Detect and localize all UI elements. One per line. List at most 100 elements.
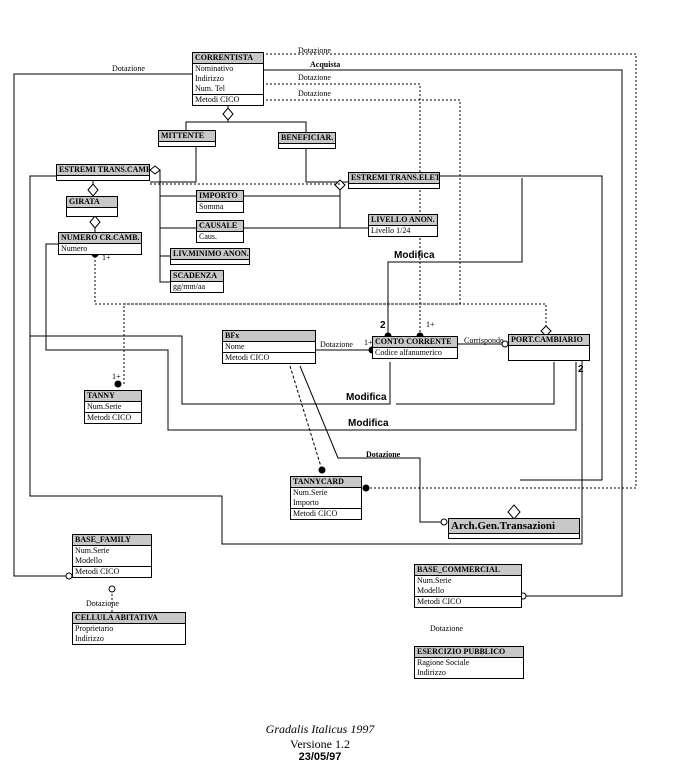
entity-title: Arch.Gen.Transazioni [449, 519, 579, 534]
rel-label-modifica: Modifica [348, 418, 389, 429]
rel-label-acquista: Acquista [310, 60, 341, 69]
entity-attribute: Nome [223, 342, 315, 353]
entity-body [279, 144, 335, 148]
rel-label-dotazione: Dotazione [298, 46, 331, 55]
entity-title: BASE_FAMILY [73, 535, 151, 546]
entity-attribute: Livello 1/24 [371, 226, 411, 235]
multiplicity: 1+ [102, 253, 111, 262]
entity-title: BENEFICIAR. [279, 133, 335, 144]
rel-label-dotazione: Dotazione [430, 624, 463, 633]
rel-label-modifica: Modifica [394, 250, 435, 261]
entity-attribute: Num. Tel [193, 84, 263, 95]
entity-attribute: Nominativo [195, 64, 234, 73]
entity-cellula-abitativa[interactable]: CELLULA ABITATIVA Proprietario Indirizzo [72, 612, 186, 645]
entity-numero-cr-camb[interactable]: NUMERO CR.CAMB. Numero [58, 232, 142, 255]
entity-beneficiar[interactable]: BENEFICIAR. [278, 132, 336, 149]
entity-title: TANNY [85, 391, 141, 402]
entity-liv-minimo-anon[interactable]: LIV.MINIMO ANON. [170, 248, 250, 265]
entity-estremi-trans-elett[interactable]: ESTREMI TRANS.ELETT. [348, 172, 440, 189]
multiplicity: 2 [380, 320, 386, 331]
entity-methods: Metodi CICO [225, 353, 270, 362]
entity-methods: Metodi CICO [417, 597, 462, 606]
entity-attribute: Modello [73, 556, 151, 567]
rel-label-dotazione: Dotazione [86, 599, 119, 608]
entity-port-cambiario[interactable]: PORT.CAMBIARIO [508, 334, 590, 361]
entity-title: BFx [223, 331, 315, 342]
entity-title: CORRENTISTA [193, 53, 263, 64]
entity-causale[interactable]: CAUSALE Caus. [196, 220, 244, 243]
rel-label-corrisponde: Corrisponde [464, 336, 504, 345]
entity-attribute: Modello [415, 586, 521, 597]
footer-title: Gradalis Italicus 1997 [265, 722, 375, 736]
entity-correntista[interactable]: CORRENTISTA Nominativo Indirizzo Num. Te… [192, 52, 264, 106]
rel-label-dotazione: Dotazione [298, 89, 331, 98]
entity-title: PORT.CAMBIARIO [509, 335, 589, 346]
multiplicity: 1+ [426, 320, 435, 329]
entity-methods: Metodi CICO [195, 95, 240, 104]
entity-scadenza[interactable]: SCADENZA gg/mm/aa [170, 270, 224, 293]
entity-attribute: Indirizzo [195, 74, 224, 83]
footer-version: Versione 1.2 [290, 737, 350, 751]
entity-methods: Metodi CICO [75, 567, 120, 576]
footer-date: 23/05/97 [298, 751, 342, 763]
entity-title: NUMERO CR.CAMB. [59, 233, 141, 244]
entity-girata[interactable]: GIRATA [66, 196, 118, 217]
multiplicity: 1+ [364, 338, 373, 347]
entity-title: TANNYCARD [291, 477, 361, 488]
entity-methods: Metodi CICO [87, 413, 132, 422]
entity-conto-corrente[interactable]: CONTO CORRENTE Codice alfanumerico [372, 336, 458, 359]
entity-title: GIRATA [67, 197, 117, 208]
multiplicity: 1+ [112, 372, 121, 381]
entity-title: LIVELLO ANON. [369, 215, 437, 226]
entity-bfx[interactable]: BFx Nome Metodi CICO [222, 330, 316, 364]
entity-attribute: Num.Serie [293, 488, 328, 497]
entity-title: BASE_COMMERCIAL [415, 565, 521, 576]
entity-base-commercial[interactable]: BASE_COMMERCIAL Num.Serie Modello Metodi… [414, 564, 522, 608]
entity-attribute: Num.Serie [85, 402, 141, 413]
entity-methods: Metodi CICO [293, 509, 338, 518]
entity-attribute: Caus. [199, 232, 217, 241]
rel-label-dotazione: Dotazione [366, 450, 401, 459]
entity-title: ESTREMI TRANS.ELETT. [349, 173, 439, 184]
entity-title: CAUSALE [197, 221, 243, 232]
entity-attribute: Numero [61, 244, 88, 253]
entity-tanny[interactable]: TANNY Num.Serie Metodi CICO [84, 390, 142, 424]
entity-body [159, 142, 215, 146]
entity-title: IMPORTO [197, 191, 243, 202]
entity-body [67, 208, 117, 216]
entity-body [349, 184, 439, 188]
entity-body [171, 260, 249, 264]
entity-body [57, 176, 149, 180]
entity-body [449, 534, 579, 538]
entity-attribute: Importo [291, 498, 361, 509]
entity-title: LIV.MINIMO ANON. [171, 249, 249, 260]
entity-mittente[interactable]: MITTENTE [158, 130, 216, 147]
rel-label-dotazione: Dotazione [320, 340, 353, 349]
entity-base-family[interactable]: BASE_FAMILY Num.Serie Modello Metodi CIC… [72, 534, 152, 578]
rel-label-dotazione: Dotazione [298, 73, 331, 82]
entity-attribute: Indirizzo [75, 634, 104, 643]
entity-importo[interactable]: IMPORTO Somma [196, 190, 244, 213]
entity-arch-gen-transazioni[interactable]: Arch.Gen.Transazioni [448, 518, 580, 539]
entity-attribute: Num.Serie [75, 546, 110, 555]
rel-label-dotazione: Dotazione [112, 64, 145, 73]
entity-attribute: Indirizzo [417, 668, 446, 677]
entity-attribute: Codice alfanumerico [375, 348, 442, 357]
entity-title: CONTO CORRENTE [373, 337, 457, 348]
entity-title: MITTENTE [159, 131, 215, 142]
entity-tannycard[interactable]: TANNYCARD Num.Serie Importo Metodi CICO [290, 476, 362, 520]
entity-title: SCADENZA [171, 271, 223, 282]
entity-title: ESERCIZIO PUBBLICO [415, 647, 523, 658]
entity-estremi-trans-camb[interactable]: ESTREMI TRANS.CAMB. [56, 164, 150, 181]
entity-esercizio-pubblico[interactable]: ESERCIZIO PUBBLICO Ragione Sociale Indir… [414, 646, 524, 679]
entity-attribute: gg/mm/aa [173, 282, 205, 291]
entity-title: ESTREMI TRANS.CAMB. [57, 165, 149, 176]
entity-attribute: Somma [199, 202, 224, 211]
entity-attribute: Num.Serie [417, 576, 452, 585]
rel-label-modifica: Modifica [346, 392, 387, 403]
entity-livello-anon[interactable]: LIVELLO ANON. Livello 1/24 [368, 214, 438, 237]
entity-attribute: Proprietario [75, 624, 114, 633]
multiplicity: 2 [578, 364, 584, 375]
entity-attribute: Ragione Sociale [417, 658, 470, 667]
